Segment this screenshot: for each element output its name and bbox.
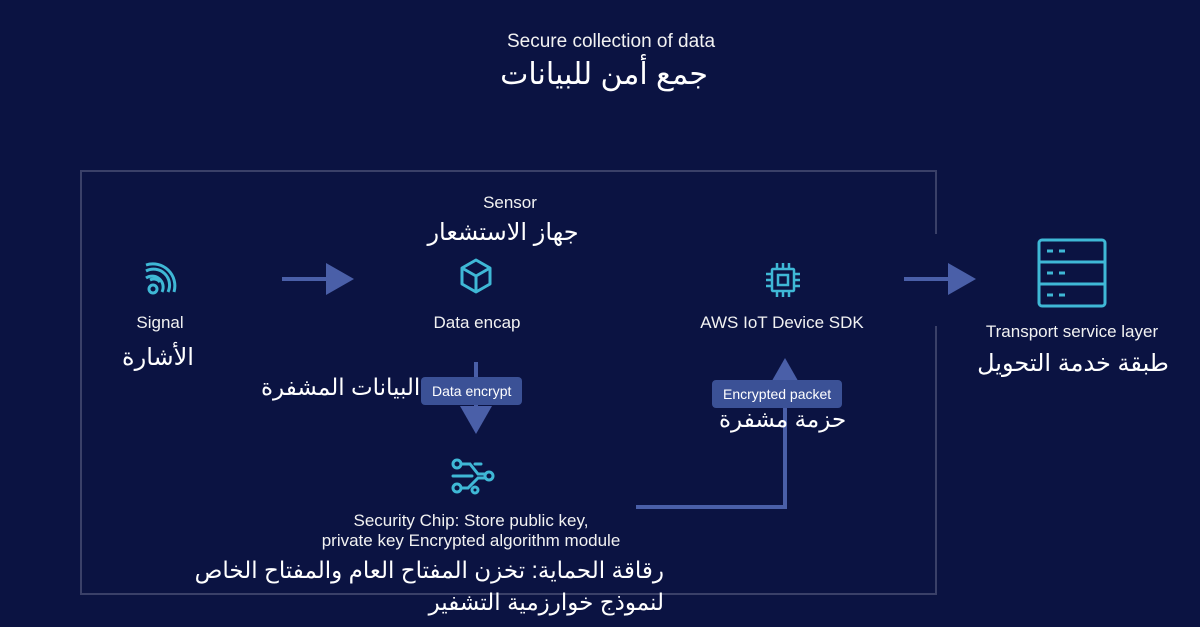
arrow-chip-to-sdk xyxy=(636,358,801,509)
title-english: Secure collection of data xyxy=(506,31,716,52)
transport-label-english: Transport service layer xyxy=(985,322,1159,341)
transport-label-arabic: طبقة خدمة التحويل xyxy=(977,350,1169,377)
signal-label-arabic: الأشارة xyxy=(122,344,194,371)
security-chip-arabic-line2: لنموذج خوارزمية التشفير xyxy=(428,589,664,615)
sensor-label-arabic: جهاز الاستشعار xyxy=(427,219,579,246)
data-encap-label: Data encap xyxy=(433,313,521,332)
sdk-label: AWS IoT Device SDK xyxy=(700,313,864,332)
system-frame xyxy=(80,170,937,595)
wireless-signal-icon xyxy=(145,262,177,295)
encrypted-packet-pill: Encrypted packet xyxy=(712,380,843,408)
security-chip-arabic-line1: رقاقة الحماية: تخزن المفتاح العام والمفت… xyxy=(194,557,664,583)
circuit-nodes-icon xyxy=(451,458,495,495)
sensor-label-english: Sensor xyxy=(483,193,537,212)
chip-icon xyxy=(766,263,800,297)
server-icon xyxy=(1037,238,1107,308)
data-encrypt-pill: Data encrypt xyxy=(421,377,523,405)
security-chip-line2: private key Encrypted algorithm module xyxy=(321,531,621,550)
data-encrypt-label-arabic: البيانات المشفرة xyxy=(261,374,421,400)
cube-icon xyxy=(460,258,492,294)
signal-label-english: Signal xyxy=(136,313,184,332)
title-arabic: جمع أمن للبيانات xyxy=(500,58,708,91)
security-chip-line1: Security Chip: Store public key, xyxy=(353,511,589,530)
encrypted-packet-label-arabic: حزمة مشفرة xyxy=(719,406,847,432)
